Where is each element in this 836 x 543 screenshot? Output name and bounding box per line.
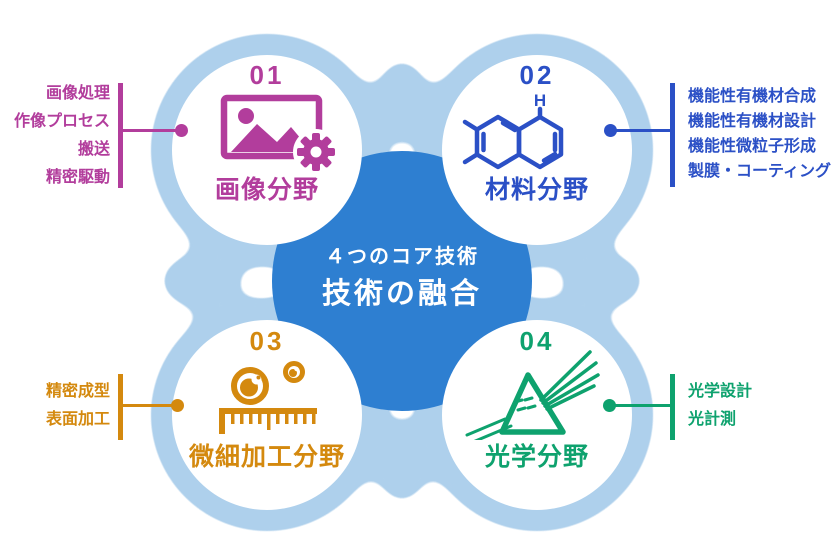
field-circle-micro — [172, 320, 362, 510]
field-circle-image — [172, 55, 362, 245]
core-blue-circle — [272, 151, 532, 411]
center-subtitle: ４つのコア技術 — [325, 246, 479, 268]
center-title: 技術の融合 — [321, 278, 482, 310]
field-circle-optics — [442, 320, 632, 510]
field-circle-material — [442, 55, 632, 245]
